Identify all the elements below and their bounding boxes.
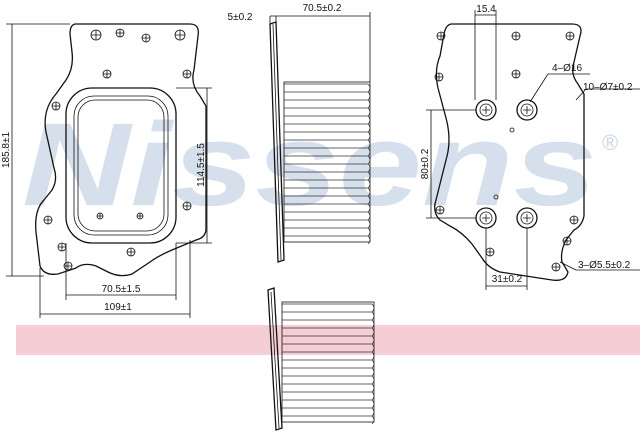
fin-line [284,91,371,101]
fin-line [284,219,371,229]
fin-line [284,235,371,245]
dim-port-dia: 4–Ø16 [552,63,582,74]
fin-line [284,211,371,221]
fin-line [282,375,375,385]
fin-line [282,311,375,321]
fin-line [284,147,371,157]
fin-line [284,171,371,181]
dim-height-overall: 185.8±1 [1,132,12,169]
fin-line [282,399,375,409]
brand-watermark: Nissens [22,99,597,231]
dim-core-depth: 70.5±0.2 [303,3,342,14]
front-holes [43,28,192,271]
cooler-fins-bottom [282,303,375,425]
fin-line [284,227,371,237]
fin-line [282,303,375,313]
side-view-bottom [267,287,375,431]
back-ports [475,99,538,229]
fin-line [282,391,375,401]
fin-line [284,131,371,141]
fin-line [284,115,371,125]
fin-line [284,107,371,117]
back-view: 15.4 4–Ø16 10–Ø7±0.2 80±0.2 31±0.2 3–Ø5.… [420,4,640,290]
side-view-top: 5±0.2 70.5±0.2 [228,3,371,263]
brand-stripe [16,325,640,355]
fin-line [284,163,371,173]
dim-small-hole-dia: 3–Ø5.5±0.2 [578,260,631,271]
dim-core-height: 114.5±1.5 [196,143,207,187]
core-inner-2 [77,99,165,232]
fin-line [284,195,371,205]
fin-line [282,343,375,353]
dim-port-vertical-spacing: 80±0.2 [420,148,431,179]
front-view: 185.8±1 114.5±1.5 70.5±1.5 109±1 [1,23,212,318]
front-plate-outline [35,23,207,277]
fin-line [282,367,375,377]
dim-width-overall: 109±1 [104,302,132,313]
brand-registered-mark: ® [602,130,618,155]
cooler-fins-top [284,83,371,245]
fin-line [284,179,371,189]
dim-port-horizontal-spacing: 31±0.2 [492,274,523,285]
fin-line [282,351,375,361]
fin-line [284,83,371,93]
fin-line [282,327,375,337]
fin-line [284,139,371,149]
dim-top-spacing: 15.4 [476,4,496,15]
fin-line [284,99,371,109]
back-plate-outline [434,23,585,281]
dim-flange-thickness: 5±0.2 [228,12,253,23]
fin-line [284,187,371,197]
dim-mount-hole-dia: 10–Ø7±0.2 [583,82,633,93]
fin-line [282,383,375,393]
back-holes [434,31,579,272]
fin-line [284,155,371,165]
fin-line [282,359,375,369]
fin-line [282,335,375,345]
fin-line [284,203,371,213]
fin-line [282,415,375,425]
fin-line [282,407,375,417]
fin-line [284,123,371,133]
core-inner [73,95,169,236]
core-outer [65,87,177,244]
dim-core-width: 70.5±1.5 [102,284,141,295]
fin-line [282,319,375,329]
